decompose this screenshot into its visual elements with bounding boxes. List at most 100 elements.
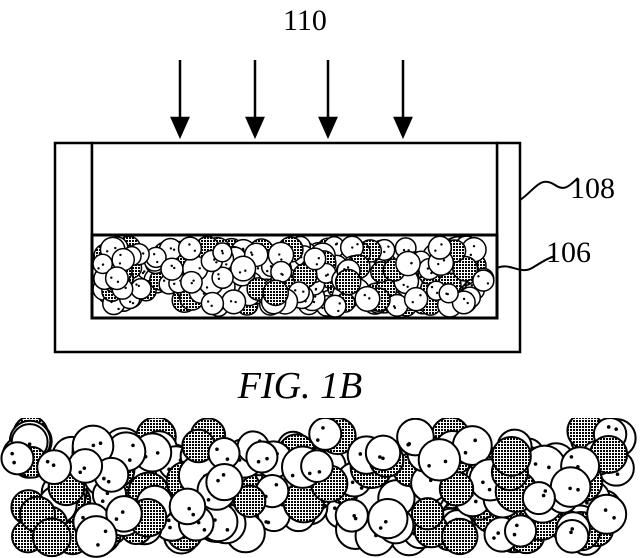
arrow-label: 110: [283, 4, 327, 37]
particle-dot: [473, 499, 478, 504]
light-particle: [303, 247, 327, 271]
dark-particle: [334, 268, 362, 296]
particle-dot: [118, 262, 122, 265]
particle-dot: [381, 456, 385, 461]
dark-particle: [441, 517, 479, 556]
particle-dot: [103, 529, 108, 534]
light-particle: [367, 497, 409, 540]
particle-dot: [543, 489, 548, 493]
particle-dot: [131, 301, 135, 305]
particle-dot: [206, 300, 210, 303]
particle-dot: [96, 543, 100, 547]
particle-dot: [533, 462, 538, 466]
light-particle: [427, 235, 453, 260]
particle-dot: [351, 246, 354, 249]
particle-dot: [569, 455, 574, 459]
particle-dot: [402, 283, 405, 287]
particle-dot: [51, 463, 56, 468]
light-particle: [245, 440, 279, 474]
particle-dot: [435, 291, 439, 295]
particle-dot: [603, 508, 608, 512]
powder-detail-view: [0, 418, 637, 558]
light-particle: [395, 250, 421, 277]
particle-dot: [187, 506, 191, 511]
particle-dot: [238, 271, 242, 274]
particle-dot: [350, 480, 355, 485]
particle-dot: [244, 269, 247, 272]
particle-dot: [192, 279, 195, 282]
light-particle: [205, 463, 244, 502]
particle-dot: [307, 471, 312, 476]
particle-dot: [188, 243, 191, 246]
particle-dot: [568, 486, 572, 491]
particle-dot: [131, 443, 135, 448]
particle-dot: [430, 285, 434, 289]
particle-dot: [225, 457, 230, 461]
particle-dot: [170, 264, 173, 268]
particle-dot: [393, 306, 397, 310]
light-particle: [130, 277, 152, 300]
particle-dot: [225, 263, 228, 266]
particle-dot: [426, 267, 430, 270]
particle-dot: [615, 472, 620, 476]
particle-dot: [256, 459, 261, 464]
particle-dot: [473, 438, 477, 443]
dark-particle: [410, 497, 445, 531]
particle-dot: [481, 480, 485, 485]
particle-dot: [114, 517, 119, 521]
particle-dot: [225, 528, 230, 532]
particle-dot: [358, 452, 363, 456]
particle-dot: [515, 523, 519, 528]
particle-dot: [221, 473, 226, 477]
arrow-icon: [318, 60, 338, 140]
light-particle: [270, 260, 293, 283]
particle-dot: [314, 288, 318, 291]
particle-dot: [317, 256, 321, 260]
particle-dot: [462, 297, 466, 301]
particle-dot: [612, 516, 616, 520]
particle-dot: [141, 271, 145, 275]
particle-dot: [193, 249, 197, 253]
particle-dot: [173, 282, 176, 286]
particle-dot: [251, 253, 254, 256]
particle-dot: [216, 478, 220, 483]
particle-dot: [411, 300, 414, 304]
particle-dot: [427, 463, 431, 468]
particle-dot: [487, 487, 492, 492]
particle-dot: [315, 263, 319, 266]
particle-dot: [143, 270, 146, 273]
particle-dot: [278, 253, 281, 256]
particle-dot: [210, 304, 213, 308]
particle-dot: [337, 309, 340, 313]
particle-dot: [82, 466, 87, 470]
light-particle: [417, 438, 462, 482]
particle-dot: [334, 243, 338, 246]
particle-dot: [302, 290, 305, 293]
particle-dot: [274, 482, 279, 487]
particle-dot: [100, 499, 105, 503]
dark-particle: [491, 436, 532, 477]
particle-dot: [45, 459, 50, 464]
particle-dot: [353, 516, 358, 521]
particle-dot: [234, 300, 237, 304]
particle-dot: [338, 302, 341, 305]
particle-dot: [152, 253, 156, 256]
light-particle: [177, 236, 203, 261]
light-particle: [211, 266, 234, 289]
particle-dot: [442, 259, 446, 262]
particle-dot: [383, 250, 386, 254]
arrow-icon: [170, 60, 190, 140]
particle-dot: [202, 528, 207, 532]
particle-dot: [98, 441, 103, 446]
particle-dot: [250, 251, 253, 254]
particle-dot: [229, 300, 233, 303]
particle-dot: [434, 249, 437, 252]
particle-dot: [363, 293, 366, 297]
powder-label: 106: [546, 236, 591, 269]
particle-dot: [445, 292, 448, 295]
particle-dot: [492, 536, 496, 540]
particle-dot: [315, 438, 320, 442]
particle-dot: [346, 266, 350, 269]
particle-dot: [443, 459, 448, 464]
particle-dot: [569, 530, 573, 535]
